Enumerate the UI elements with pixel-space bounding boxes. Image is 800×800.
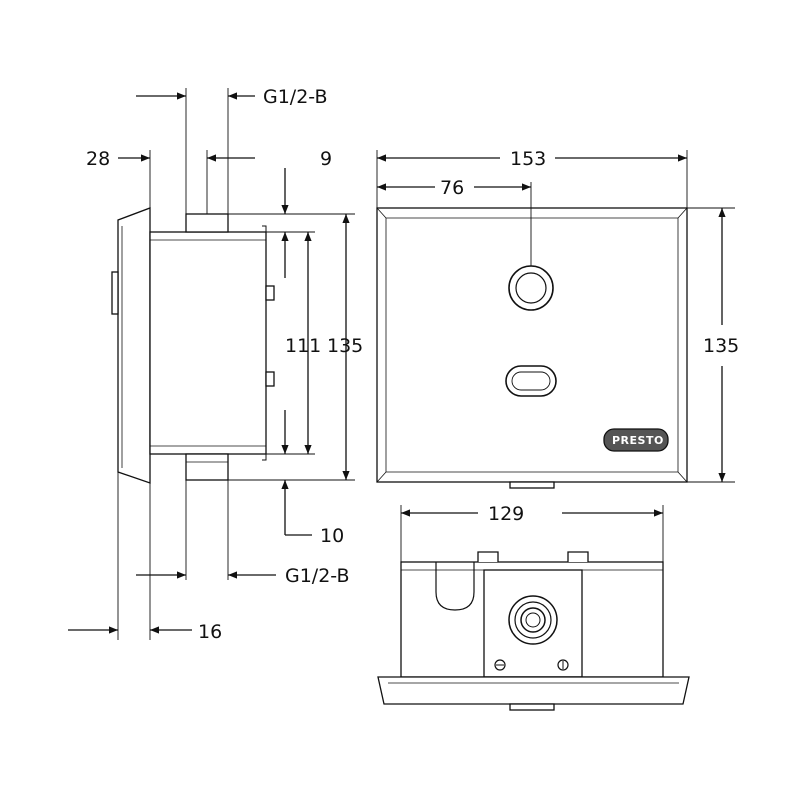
presto-logo-text: PRESTO — [612, 434, 664, 447]
front-view — [376, 150, 735, 489]
front-width-153-label: 153 — [510, 148, 546, 170]
side-height-135-label: 135 — [327, 335, 363, 357]
side-lug-bottom — [265, 371, 275, 387]
side-top-inlet — [185, 213, 229, 233]
side-offset-10-label: 10 — [320, 525, 344, 547]
side-view — [68, 88, 355, 640]
bottom-view-labels: 129 — [488, 503, 524, 525]
bottom-view — [377, 505, 690, 711]
front-offset-76-label: 76 — [440, 177, 464, 199]
outlet-fitting-icon — [508, 595, 558, 645]
bottom-width-129-label: 129 — [488, 503, 524, 525]
side-depth-16-label: 16 — [198, 621, 222, 643]
screw-right-icon — [557, 659, 569, 671]
bottom-cover-plate — [377, 676, 690, 705]
front-bottom-tab — [509, 481, 555, 489]
side-height-111-label: 111 — [285, 335, 321, 357]
side-depth-28-label: 28 — [86, 148, 110, 170]
bottom-clip-right — [567, 551, 589, 562]
front-height-135-label: 135 — [703, 335, 739, 357]
side-cover-plate — [117, 207, 151, 484]
side-bottom-outlet-thread-label: G1/2-B — [285, 565, 350, 587]
indicator-slot-icon — [505, 365, 557, 397]
side-box-body — [149, 231, 267, 455]
screw-left-icon — [494, 659, 506, 671]
side-bottom-outlet — [185, 453, 229, 481]
front-view-labels: 153 76 135 PRESTO — [440, 148, 739, 447]
bottom-box-body — [400, 561, 664, 678]
side-top-inlet-thread-label: G1/2-B — [263, 86, 328, 108]
side-view-labels: G1/2-B 28 9 111 135 10 G1/2-B 16 — [86, 86, 363, 643]
presto-logo — [603, 428, 669, 452]
side-button-nub — [111, 271, 119, 315]
bottom-clip-left — [477, 551, 499, 562]
bottom-cover-tab — [509, 703, 555, 711]
side-lug-top — [265, 285, 275, 301]
bottom-notch — [435, 562, 475, 611]
side-offset-9-label: 9 — [320, 148, 332, 170]
